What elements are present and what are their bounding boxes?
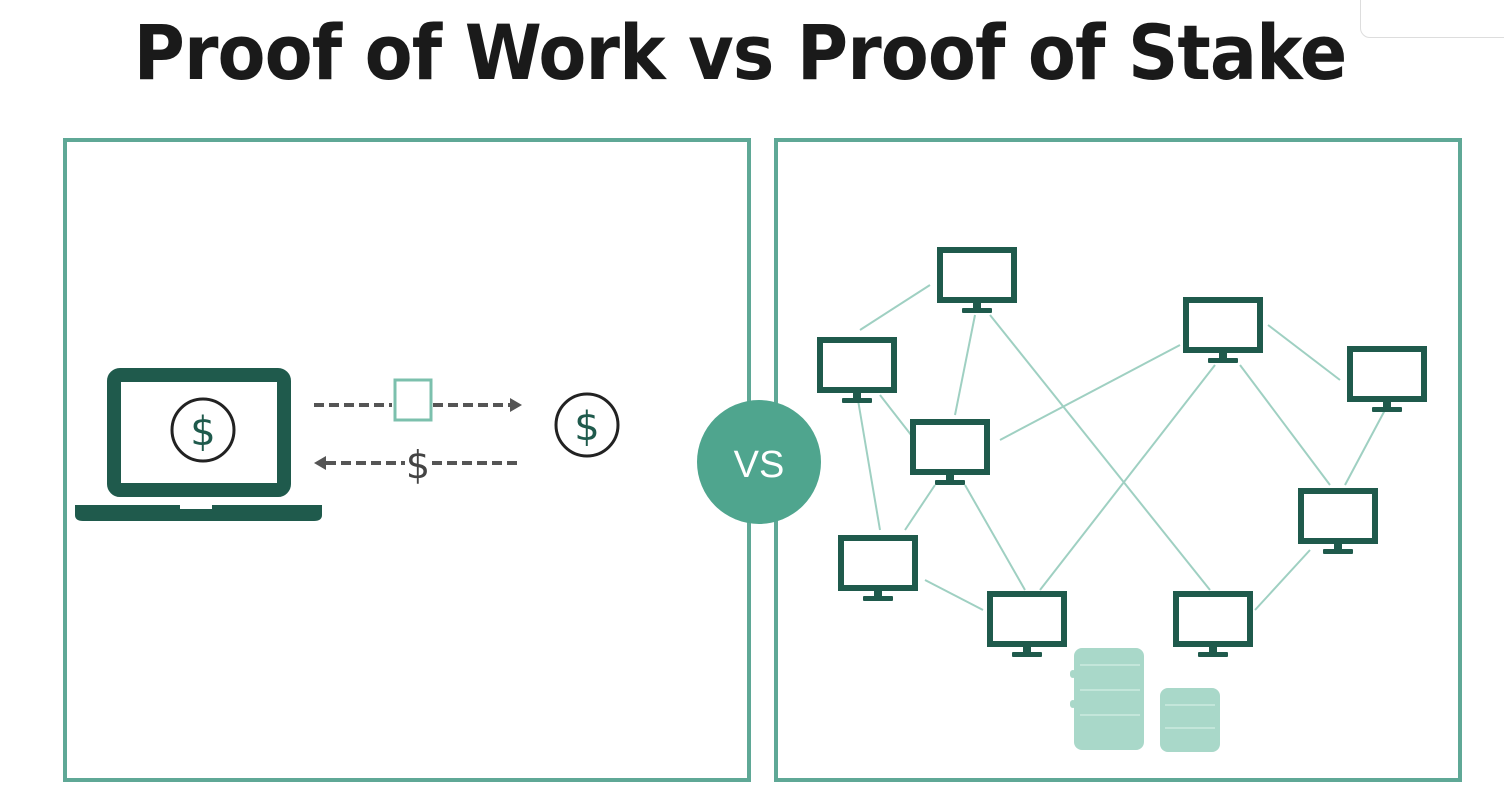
reward-arrow-left: $ (314, 443, 522, 487)
page-title: Proof of Work vs Proof of Stake (133, 8, 1348, 97)
monitor-icon (838, 535, 918, 601)
laptop-icon: $ (75, 368, 322, 521)
monitor-icon (937, 247, 1017, 313)
network-link (989, 314, 1211, 591)
network-link (1039, 364, 1216, 591)
network-link (999, 344, 1181, 441)
network-link (1267, 324, 1341, 381)
svg-text:$: $ (574, 404, 599, 450)
dollar-coin-icon: $ (554, 392, 620, 458)
corner-fragment (1360, 0, 1504, 38)
network-link (879, 394, 916, 441)
network-link (859, 284, 931, 331)
network-link (1239, 364, 1331, 486)
network-link (924, 579, 984, 611)
svg-text:VS: VS (734, 444, 785, 486)
block-icon (393, 378, 433, 422)
coin-stack-icon (1070, 648, 1144, 750)
monitor-icon (1183, 297, 1263, 363)
vs-badge: VS (697, 400, 821, 524)
monitor-icon (817, 337, 897, 403)
svg-text:$: $ (190, 409, 215, 455)
network-link (1254, 549, 1311, 611)
coin-stack-icon (1160, 688, 1220, 752)
monitor-icon (1347, 346, 1427, 412)
network-link (964, 484, 1026, 591)
network-link (1344, 409, 1386, 486)
network-link (954, 314, 976, 416)
dollar-coin-icon (170, 397, 236, 463)
network-link (857, 399, 881, 531)
dollar-sign-icon: $ (406, 443, 430, 487)
monitor-icon (1298, 488, 1378, 554)
network-nodes (817, 247, 1427, 657)
network-link (904, 484, 936, 531)
network-connections (857, 284, 1386, 611)
transaction-arrow-right (314, 378, 522, 422)
monitor-icon (987, 591, 1067, 657)
monitor-icon (1173, 591, 1253, 657)
monitor-icon (910, 419, 990, 485)
